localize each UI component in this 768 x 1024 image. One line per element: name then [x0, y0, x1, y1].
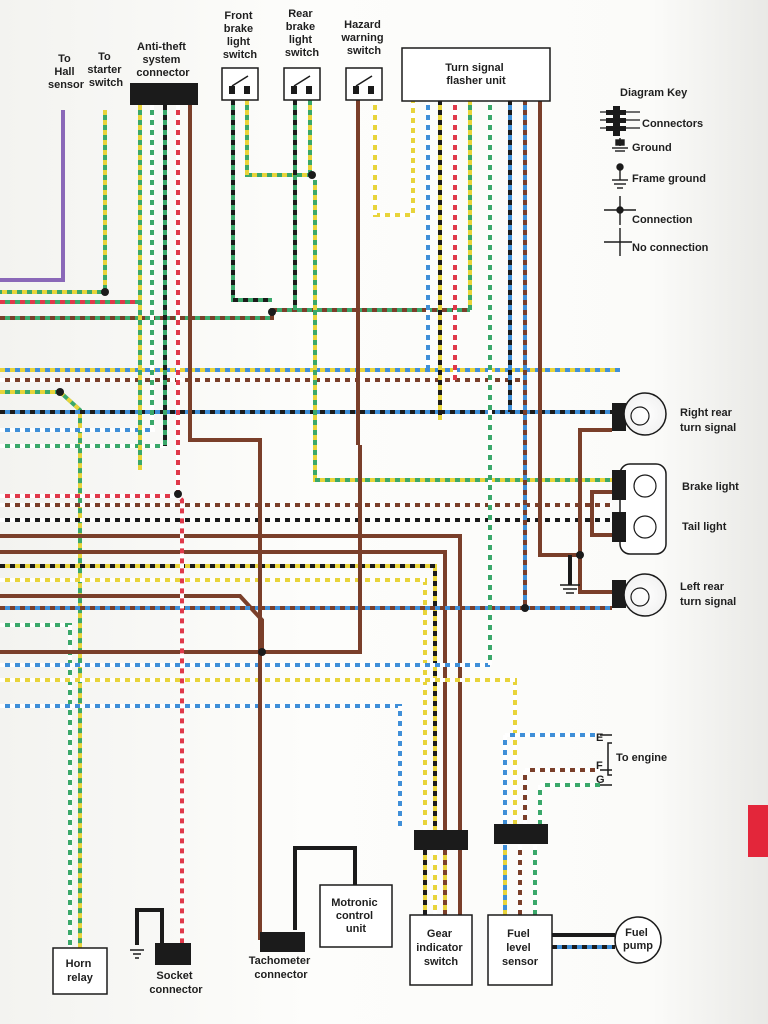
- frame-ground-key-icon: [612, 163, 628, 189]
- left-rear-turn-lamp: [612, 573, 667, 617]
- wire-yellow-black-1: [0, 564, 437, 830]
- connectors-icon: [600, 106, 640, 136]
- vertical-wires: [138, 100, 612, 950]
- wire-blue-5: [0, 704, 402, 830]
- flasher-label: Turn signal flasher unit: [445, 62, 507, 87]
- key-title: Diagram Key: [620, 87, 688, 99]
- junction-dots: [56, 171, 584, 656]
- tacho-connector-label: Tachometer connector: [249, 955, 314, 981]
- connection-key-icon: [604, 196, 636, 225]
- rear-brake-switch: [283, 67, 321, 101]
- socket-connector-block: [155, 943, 191, 965]
- front-brake-switch: [221, 67, 259, 101]
- fuel-connector: [494, 824, 548, 844]
- socket-connector-label: Socket connector: [149, 970, 203, 996]
- tacho-connector-block: [260, 932, 305, 952]
- wire-brown-3: [0, 550, 447, 930]
- terminal-e-label: E: [596, 732, 603, 744]
- wire-purple-hall: [0, 110, 65, 282]
- fuel-pump-circle: [614, 916, 662, 964]
- engine-terminals: [600, 734, 612, 786]
- hazard-label: Hazard warning switch: [340, 19, 386, 57]
- diagram-key: [600, 106, 640, 256]
- right-rear-turn-lamp: [612, 392, 667, 436]
- wire-green-white-2: [0, 623, 72, 955]
- brake-tail-lamp: [612, 463, 667, 555]
- wire-green-starter: [0, 110, 107, 294]
- rear-brake-label: Rear brake light switch: [285, 8, 320, 59]
- terminal-f-label: F: [596, 760, 603, 772]
- fuel-sensor-box: [487, 914, 553, 986]
- gear-switch-box: [409, 914, 473, 986]
- socket-ground-icon: [130, 949, 144, 959]
- brake-light-label: Brake light: [682, 481, 739, 493]
- gear-connector: [414, 830, 468, 850]
- key-frame-ground: Frame ground: [632, 173, 706, 185]
- horn-relay-label: Horn relay: [66, 958, 95, 984]
- bottom-wires: [135, 733, 615, 949]
- page-edge-tab: [748, 805, 768, 857]
- fuel-sensor-label: Fuel level sensor: [502, 928, 539, 968]
- right-rear-label: Right rear turn signal: [680, 407, 736, 434]
- key-ground: Ground: [632, 142, 672, 154]
- starter-switch-label: To starter switch: [87, 51, 124, 89]
- horn-relay-box: [52, 947, 108, 995]
- motronic-label: Motronic control unit: [331, 897, 381, 935]
- motronic-box: [319, 884, 393, 948]
- left-rear-label: Left rear turn signal: [680, 581, 736, 608]
- key-connection: Connection: [632, 214, 693, 226]
- no-connection-key-icon: [604, 228, 632, 256]
- hall-sensor-label: To Hall sensor: [48, 53, 85, 91]
- front-brake-label: Front brake light switch: [223, 10, 258, 61]
- key-no-connection: No connection: [632, 242, 709, 254]
- wire-brown-2: [0, 534, 462, 930]
- terminal-g-label: G: [596, 774, 605, 786]
- antitheft-label: Anti-theft system connector: [136, 41, 190, 79]
- to-engine-label: To engine: [616, 752, 667, 764]
- wire-brown-4: [0, 445, 362, 654]
- gear-switch-label: Gear indicator switch: [416, 928, 466, 968]
- key-connectors: Connectors: [642, 118, 703, 130]
- ground-icon: [560, 584, 580, 594]
- fuel-pump-label: Fuel pump: [623, 927, 653, 952]
- antitheft-connector: [130, 83, 198, 105]
- flasher-unit: [401, 47, 551, 102]
- wire-yellow-white-2: [0, 678, 517, 830]
- hazard-switch: [345, 67, 383, 101]
- tail-light-label: Tail light: [682, 521, 727, 533]
- ground-key-icon: [612, 138, 628, 152]
